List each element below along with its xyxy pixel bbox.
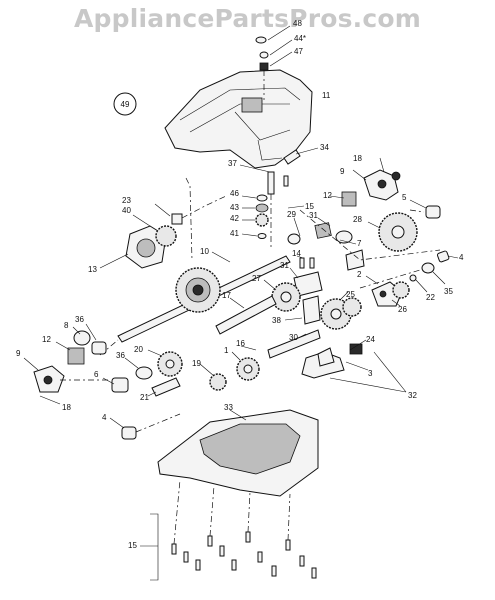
callout-1: 1 [224, 346, 229, 355]
callout-9-right: 9 [340, 167, 345, 176]
callout-40: 40 [122, 206, 131, 215]
callout-9-left: 9 [16, 349, 21, 358]
shaft-37 [239, 164, 289, 250]
shaft-17 [215, 295, 277, 335]
lower-case-33 [157, 409, 319, 497]
left-housing-13 [99, 195, 227, 269]
callout-12-left: 12 [42, 335, 51, 344]
callout-49-circle: 49 [113, 92, 137, 116]
callout-27: 27 [252, 274, 261, 283]
callout-44: 44* [294, 34, 306, 43]
callout-16: 16 [236, 339, 245, 348]
callout-48: 48 [293, 19, 302, 28]
callout-18-right: 18 [353, 154, 362, 163]
callout-21: 21 [140, 393, 149, 402]
callout-36-lower: 36 [116, 351, 125, 360]
callout-4-right: 4 [459, 253, 464, 262]
tab-34 [283, 149, 301, 165]
callout-33: 33 [224, 403, 233, 412]
callout-35: 35 [444, 287, 453, 296]
washer-stack [241, 194, 269, 239]
callout-2: 2 [357, 270, 362, 279]
link-21 [151, 377, 181, 397]
callout-10: 10 [200, 247, 209, 256]
gear-19 [209, 373, 227, 391]
callout-3: 3 [368, 369, 373, 378]
callout-25: 25 [346, 290, 355, 299]
callout-24: 24 [366, 335, 375, 344]
callout-11: 11 [322, 91, 331, 100]
cylinder-7 [345, 249, 365, 271]
callout-19: 19 [192, 359, 201, 368]
callout-6: 6 [94, 370, 99, 379]
callout-4-left: 4 [102, 413, 107, 422]
shaft-38 [302, 295, 321, 325]
callout-41: 41 [230, 229, 239, 238]
axis-line-right [299, 209, 441, 261]
callout-12-right: 12 [323, 191, 332, 200]
top-fasteners [255, 25, 293, 100]
callout-34: 34 [320, 143, 329, 152]
callout-49: 49 [121, 100, 130, 109]
axle-10 [99, 251, 291, 356]
callout-31-upper: 31 [309, 211, 318, 220]
callout-8: 8 [64, 321, 69, 330]
callout-43: 43 [230, 203, 239, 212]
shaft-16 [231, 329, 321, 381]
shift-forks [301, 339, 407, 393]
callout-14: 14 [292, 249, 301, 258]
bushing-4-left [121, 426, 137, 440]
callout-22: 22 [426, 293, 435, 302]
callout-28: 28 [353, 215, 362, 224]
washer-29 [287, 233, 301, 245]
callout-5: 5 [402, 193, 407, 202]
callout-31-lower: 31 [280, 261, 289, 270]
callout-13: 13 [88, 265, 97, 274]
bushing-5 [425, 205, 441, 219]
right-hub-assembly [329, 157, 441, 252]
gear-27 [263, 279, 301, 312]
callout-26: 26 [398, 305, 407, 314]
callout-37: 37 [228, 159, 237, 168]
callout-29: 29 [287, 210, 296, 219]
callout-18-left: 18 [62, 403, 71, 412]
callout-15-upper: 15 [305, 202, 314, 211]
callout-15-lower: 15 [128, 541, 137, 550]
callout-23: 23 [122, 196, 131, 205]
watermark-text: AppliancePartsPros.com [73, 4, 422, 33]
gear-25 [320, 291, 362, 330]
callout-32: 32 [408, 391, 417, 400]
left-middle-parts [23, 323, 227, 440]
washer-36-lower [135, 366, 153, 380]
bushing-6 [111, 377, 129, 393]
callout-36-upper: 36 [75, 315, 84, 324]
callout-42: 42 [230, 214, 239, 223]
callout-30: 30 [289, 333, 298, 342]
callout-47: 47 [294, 47, 303, 56]
callout-labels: 48 44* 47 11 34 37 18 9 12 5 46 43 42 41… [16, 19, 464, 550]
block-31-upper [314, 222, 332, 239]
bolts-15 [140, 479, 317, 581]
axis-line-left [185, 177, 193, 261]
callout-17: 17 [222, 291, 231, 300]
right-middle-parts [359, 250, 459, 307]
bearing-12-left [67, 347, 85, 365]
pins-14 [296, 255, 315, 269]
callout-20: 20 [134, 345, 143, 354]
callout-46: 46 [230, 189, 239, 198]
upper-housing [164, 69, 313, 169]
bearing-12 [341, 191, 357, 207]
callout-38: 38 [272, 316, 281, 325]
callout-7: 7 [357, 239, 362, 248]
